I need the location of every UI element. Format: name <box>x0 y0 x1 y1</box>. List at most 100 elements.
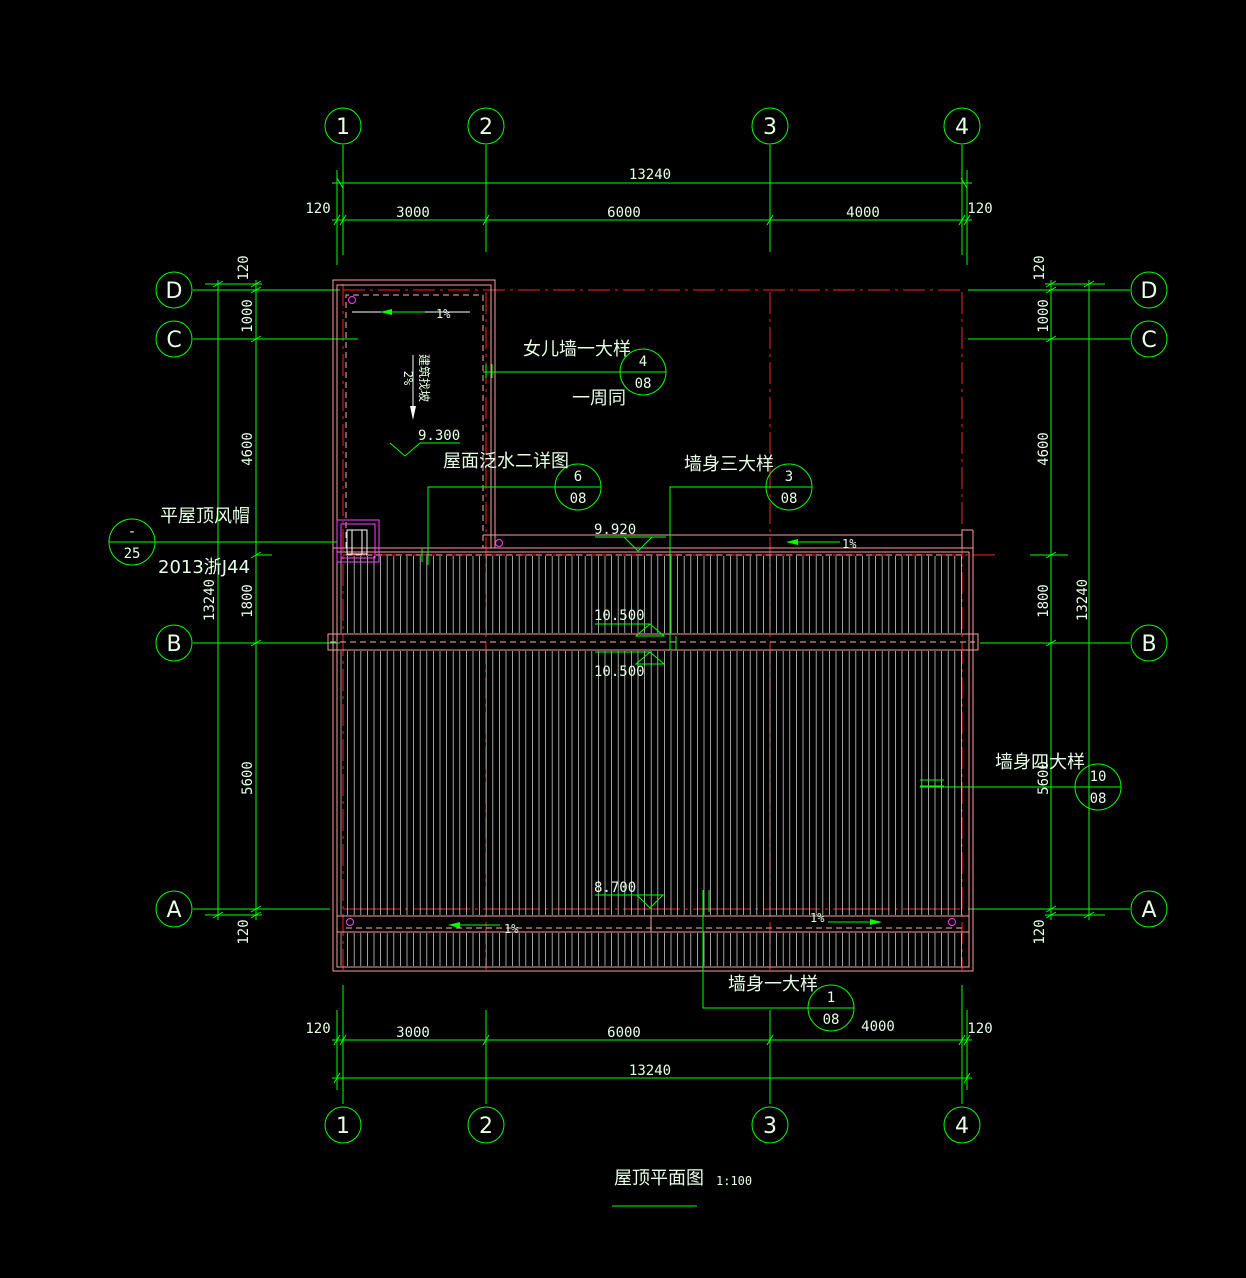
dim-top-total: 13240 <box>629 167 671 183</box>
dim-right-span-1: 1000 <box>1036 299 1052 333</box>
callout-wall3-label: 墙身三大样 <box>684 454 774 475</box>
callout-vent-atlas: 2013浙J44 <box>158 557 250 578</box>
elevation-3: 10.500 <box>594 608 645 624</box>
axis-label-4-top: 4 <box>955 115 969 140</box>
axis-label-C-left: C <box>166 328 181 353</box>
vent-cap-symbol <box>336 519 380 563</box>
arrow-left-icon <box>786 539 798 545</box>
dim-right-total: 13240 <box>1075 579 1091 621</box>
axis-label-2-bottom: 2 <box>479 1114 493 1139</box>
dim-bottom-total: 13240 <box>629 1063 671 1079</box>
axis-bubble-3-bottom <box>751 1106 789 1144</box>
axis-bubble-B-right <box>1130 624 1168 662</box>
axis-bubble-A-right <box>1130 890 1168 928</box>
callout-wall1-label: 墙身一大样 <box>728 974 818 995</box>
axis-label-C-right: C <box>1141 328 1156 353</box>
dim-top-span-2: 6000 <box>607 205 641 221</box>
callout-parapet-note: 一周同 <box>572 388 626 409</box>
axis-bubble-C-right <box>1130 320 1168 358</box>
arrow-left-icon <box>380 309 392 315</box>
drain-outlet-3 <box>346 918 354 926</box>
axis-label-B-right: B <box>1141 632 1156 657</box>
callout-flash-sheet: 08 <box>570 491 587 507</box>
dim-left-bottom-edge: 120 <box>236 919 252 944</box>
slope-1: 1% <box>436 307 451 321</box>
dim-left-span-1: 1000 <box>240 299 256 333</box>
callout-wall3-sheet: 08 <box>781 491 798 507</box>
dim-left-span-2: 4600 <box>240 432 256 466</box>
dim-bottom-span-1: 3000 <box>396 1025 430 1041</box>
axis-label-A-left: A <box>166 898 181 923</box>
axis-label-D-right: D <box>1141 279 1158 304</box>
drain-outlet-2 <box>495 539 503 547</box>
elevation-1: 9.300 <box>418 428 460 444</box>
callout-wall1-num: 1 <box>827 990 835 1006</box>
slope-3: 1% <box>842 537 857 551</box>
callout-parapet-sheet: 08 <box>635 376 652 392</box>
callout-vent-num: - <box>128 524 136 540</box>
axis-bubble-3-top <box>751 107 789 145</box>
axis-bubble-D-right <box>1130 271 1168 309</box>
dim-right-span-3: 1800 <box>1036 584 1052 618</box>
callout-vent-sheet: 25 <box>124 546 141 562</box>
dim-top-right-edge: 120 <box>967 201 992 217</box>
slope-4: 1% <box>504 922 519 936</box>
callout-wall4-num: 10 <box>1090 769 1107 785</box>
callout-parapet-label: 女儿墙一大样 <box>523 339 631 360</box>
dim-bottom-left-edge: 120 <box>305 1021 330 1037</box>
callout-wall4-sheet: 08 <box>1090 791 1107 807</box>
axis-bubble-4-bottom <box>943 1106 981 1144</box>
axis-center-lines <box>342 284 995 970</box>
dim-bottom-span-3: 4000 <box>861 1019 895 1035</box>
dim-left-total: 13240 <box>202 579 218 621</box>
callout-flash-label: 屋面泛水二详图 <box>443 451 569 472</box>
dim-left-span-3: 1800 <box>240 584 256 618</box>
bottom-dimensions: 120 120 3000 6000 4000 13240 <box>305 1010 993 1090</box>
axis-bubble-2-top <box>467 107 505 145</box>
axis-bubble-1-bottom <box>324 1106 362 1144</box>
slope-2: 2% <box>401 371 415 386</box>
axis-bubble-A-left <box>155 890 193 928</box>
dim-top-span-3: 4000 <box>846 205 880 221</box>
left-dimensions: 120 1000 4600 1800 5600 120 13240 <box>202 255 272 945</box>
drain-outlet-1 <box>348 296 356 304</box>
arrow-down-icon <box>410 406 416 420</box>
elevation-2: 9.920 <box>594 522 636 538</box>
arrow-left-icon <box>448 922 460 928</box>
dim-right-top-edge: 120 <box>1032 255 1048 280</box>
arrow-right-icon <box>870 919 882 925</box>
elevation-4: 10.500 <box>594 664 645 680</box>
axis-bubble-C-left <box>155 320 193 358</box>
axis-bubbles: 1 2 3 4 1 2 3 4 D C B A D C B A <box>155 107 1168 1144</box>
elevation-5: 8.700 <box>594 880 636 896</box>
axis-bubble-2-bottom <box>467 1106 505 1144</box>
callout-wall4-label: 墙身四大样 <box>995 752 1085 773</box>
axis-bubble-B-left <box>155 624 193 662</box>
dim-right-bottom-edge: 120 <box>1032 919 1048 944</box>
callout-flash-num: 6 <box>574 469 582 485</box>
top-dimensions: 13240 120 120 3000 6000 4000 <box>305 167 993 265</box>
roof-tile-hatching <box>340 556 962 966</box>
axis-label-4-bottom: 4 <box>955 1114 969 1139</box>
drawing-title-name: 屋顶平面图 <box>614 1168 704 1189</box>
detail-callouts: 女儿墙一大样 4 08 一周同 屋面泛水二详图 6 08 墙身三大样 3 08 … <box>108 339 1122 1032</box>
slope-5: 1% <box>810 911 825 925</box>
dim-left-top-edge: 120 <box>236 255 252 280</box>
axis-label-D-left: D <box>166 279 183 304</box>
axis-bubble-D-left <box>155 271 193 309</box>
dim-bottom-span-2: 6000 <box>607 1025 641 1041</box>
axis-label-2-top: 2 <box>479 115 493 140</box>
dim-right-span-4: 5600 <box>1036 761 1052 795</box>
axis-bubble-4-top <box>943 107 981 145</box>
axis-bubble-1-top <box>324 107 362 145</box>
dim-bottom-right-edge: 120 <box>967 1021 992 1037</box>
grid-extension-lines <box>193 145 1130 1104</box>
axis-label-1-top: 1 <box>336 115 350 140</box>
elevation-marks: 9.300 9.920 10.500 10.500 8.700 <box>389 428 666 909</box>
callout-vent-label: 平屋顶风帽 <box>160 506 250 527</box>
drawing-title-scale: 1:100 <box>716 1174 752 1188</box>
axis-label-1-bottom: 1 <box>336 1114 350 1139</box>
dim-right-span-2: 4600 <box>1036 432 1052 466</box>
callout-parapet-num: 4 <box>639 354 647 370</box>
